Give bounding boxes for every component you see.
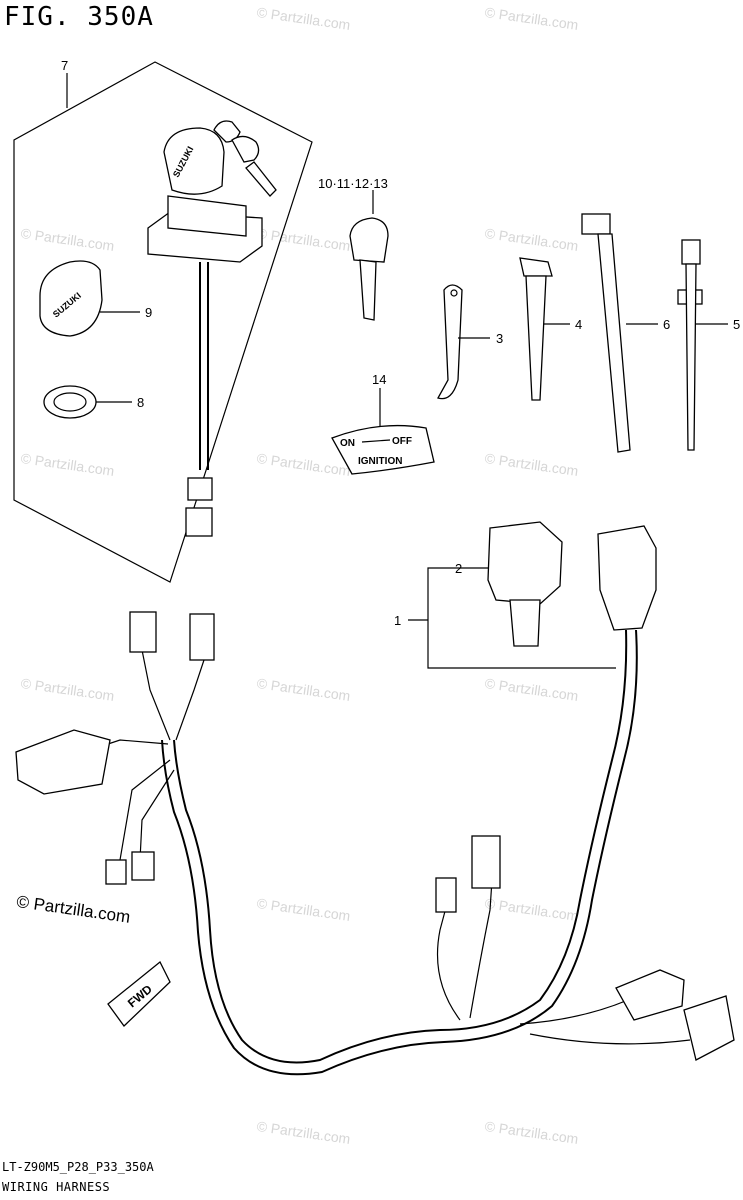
ignition-key — [349, 217, 389, 321]
connector-top-left-a — [129, 611, 157, 653]
figure-name: WIRING HARNESS — [2, 1180, 111, 1194]
callout-2: 2 — [455, 561, 462, 576]
callout-6: 6 — [663, 317, 670, 332]
figure-code: LT-Z90M5_P28_P33_350A — [2, 1160, 154, 1174]
callout-10-13: 10·11·12·13 — [318, 176, 388, 191]
callout-9: 9 — [145, 305, 152, 320]
coupler-cap — [487, 521, 563, 647]
connector-right-a — [615, 969, 685, 1021]
callout-bracket-1-2 — [408, 567, 616, 669]
connector-small-pair — [105, 851, 155, 885]
switch-nut — [43, 385, 132, 419]
connector-middle-a — [435, 877, 457, 913]
callout-5: 5 — [733, 317, 740, 332]
connector-top-left-b — [189, 613, 215, 661]
main-harness-connector — [597, 525, 657, 631]
cable-tie-clip — [519, 257, 570, 401]
connector-middle-b — [471, 835, 501, 889]
callout-8: 8 — [137, 395, 144, 410]
callout-3: 3 — [496, 331, 503, 346]
callout-14: 14 — [372, 372, 386, 387]
callout-4: 4 — [575, 317, 582, 332]
ignition-switch-assembly-box — [13, 61, 313, 583]
label-ignition: IGNITION — [358, 456, 402, 467]
connector-left-large — [15, 729, 111, 795]
forward-arrow: FWD — [107, 960, 171, 1027]
switch-cap: SUZUKI — [39, 260, 140, 337]
cable-tie-mount — [677, 239, 728, 451]
connector-right-b — [683, 995, 735, 1061]
figure-title: FIG. 350A — [4, 2, 154, 32]
callout-1: 1 — [394, 613, 401, 628]
label-on: ON — [340, 438, 355, 449]
clamp — [437, 284, 490, 400]
ignition-label-plate: ON OFF IGNITION — [331, 424, 435, 475]
ignition-switch: SUZUKI — [147, 120, 277, 537]
callout-7: 7 — [61, 58, 68, 73]
cable-tie-long — [581, 213, 658, 453]
wiring-harness — [89, 629, 691, 1076]
label-off: OFF — [392, 436, 412, 447]
